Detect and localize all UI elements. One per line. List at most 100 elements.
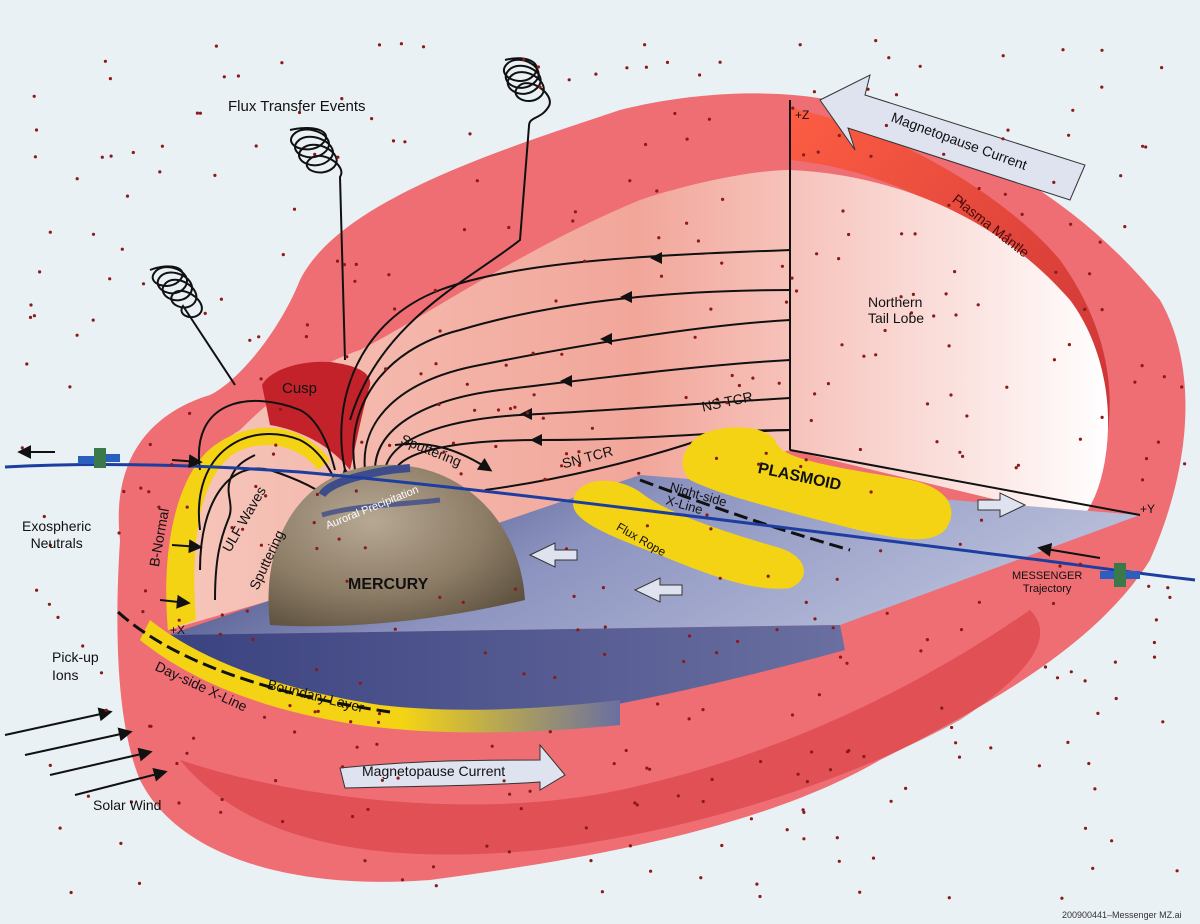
- particle-dot: [835, 577, 839, 581]
- particle-dot: [645, 766, 649, 770]
- particle-dot: [421, 45, 426, 49]
- particle-dot: [99, 671, 104, 675]
- particle-dot: [104, 708, 108, 712]
- magnetosphere-rim-bottom: [180, 610, 1041, 855]
- label-flux-transfer-events: Flux Transfer Events: [228, 98, 366, 115]
- particle-dot: [81, 644, 85, 648]
- particle-dot: [804, 600, 808, 605]
- particle-dot: [766, 574, 770, 578]
- particle-dot: [376, 720, 381, 725]
- particle-dot: [363, 546, 367, 550]
- particle-dot: [341, 765, 345, 769]
- particle-dot: [572, 594, 576, 599]
- particle-dot: [380, 778, 384, 782]
- particle-dot: [312, 521, 316, 525]
- particle-dot: [785, 828, 789, 832]
- particle-dot: [1060, 896, 1064, 900]
- particle-dot: [837, 133, 841, 138]
- particle-dot: [293, 730, 297, 734]
- particle-dot: [1054, 270, 1058, 274]
- particle-dot: [220, 613, 224, 617]
- particle-dot: [1091, 866, 1095, 871]
- particle-dot: [117, 531, 121, 535]
- particle-dot: [1083, 679, 1087, 683]
- magnetopause-current-arrow-top: [819, 74, 1086, 201]
- particle-dot: [1123, 225, 1127, 229]
- particle-dot: [904, 786, 908, 791]
- particle-dot: [459, 472, 463, 476]
- particle-dot: [222, 75, 226, 79]
- particle-dot: [548, 730, 552, 734]
- particle-dot: [1052, 358, 1056, 362]
- particle-dot: [659, 274, 664, 278]
- particle-dot: [384, 367, 388, 371]
- particle-dot: [1141, 478, 1145, 482]
- particle-dot: [108, 277, 112, 281]
- particle-dot: [1114, 696, 1118, 701]
- particle-dot: [600, 890, 605, 894]
- particle-dot: [375, 742, 379, 746]
- particle-dot: [214, 44, 218, 48]
- particle-dot: [437, 402, 441, 407]
- particle-dot: [1140, 364, 1144, 368]
- particle-dot: [1066, 740, 1070, 745]
- particle-dot: [1152, 640, 1156, 645]
- particle-dot: [764, 451, 768, 455]
- label-axis-y: +Y: [1140, 502, 1156, 516]
- particle-dot: [219, 297, 223, 301]
- particle-dot: [699, 876, 703, 880]
- particle-dot: [874, 39, 878, 43]
- particle-dot: [935, 440, 939, 444]
- particle-dot: [1119, 174, 1123, 178]
- particle-dot: [1098, 240, 1102, 244]
- particle-dot: [496, 408, 501, 412]
- particle-dot: [1100, 308, 1104, 312]
- particle-dot: [103, 59, 107, 63]
- particle-dot: [236, 74, 240, 78]
- particle-dot: [475, 179, 479, 183]
- particle-dot: [657, 236, 661, 240]
- particle-dot: [473, 408, 477, 412]
- particle-dot: [158, 170, 162, 174]
- particle-dot: [360, 440, 364, 444]
- particle-dot: [635, 803, 639, 807]
- particle-dot: [707, 117, 712, 121]
- particle-dot: [75, 333, 79, 337]
- particle-dot: [794, 289, 799, 293]
- particle-dot: [564, 547, 569, 551]
- particle-dot: [758, 894, 762, 899]
- particle-dot: [403, 140, 407, 144]
- particle-dot: [932, 314, 936, 318]
- particle-dot: [35, 588, 39, 592]
- particle-dot: [280, 61, 284, 65]
- particle-dot: [847, 232, 851, 237]
- particle-dot: [434, 362, 438, 366]
- particle-dot: [759, 760, 763, 764]
- particle-dot: [125, 194, 130, 198]
- particle-dot: [590, 426, 595, 430]
- particle-dot: [336, 155, 340, 159]
- particle-dot: [507, 850, 511, 854]
- particle-dot: [736, 639, 740, 644]
- particle-dot: [1100, 48, 1104, 52]
- particle-dot: [75, 177, 79, 181]
- particle-dot: [649, 869, 653, 873]
- particle-dot: [603, 652, 607, 657]
- particle-dot: [1069, 222, 1073, 226]
- particle-dot: [919, 649, 923, 653]
- particle-dot: [633, 801, 637, 805]
- particle-dot: [838, 655, 843, 659]
- particle-dot: [858, 890, 862, 894]
- particle-dot: [1133, 380, 1137, 384]
- particle-dot: [947, 896, 951, 900]
- particle-dot: [419, 372, 423, 376]
- particle-dot: [628, 179, 632, 183]
- particle-dot: [1055, 676, 1060, 680]
- particle-dot: [1067, 133, 1071, 137]
- particle-dot: [817, 693, 822, 697]
- particle-dot: [468, 132, 472, 136]
- particle-dot: [354, 489, 358, 493]
- particle-dot: [655, 189, 659, 193]
- particle-dot: [947, 203, 951, 207]
- particle-dot: [32, 314, 37, 318]
